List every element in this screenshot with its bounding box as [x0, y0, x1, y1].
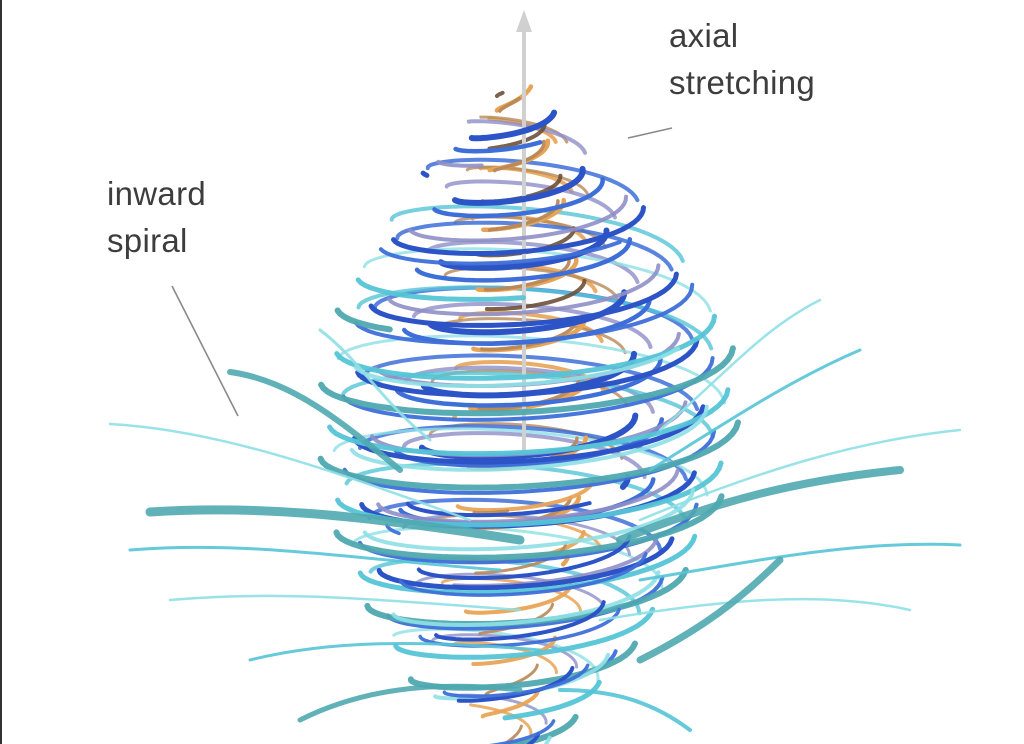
inflow-streamline [616, 466, 904, 544]
inflow-streamline [638, 542, 962, 582]
left-border [0, 0, 2, 744]
inflow-streamline [658, 298, 822, 432]
inflow-streamline [227, 369, 403, 473]
inflow-streamline [558, 688, 692, 732]
inward-label-line1: inward [107, 175, 207, 212]
inflow-streamline [297, 683, 523, 723]
inflow-streamline [108, 422, 472, 522]
front-ribbon [385, 523, 648, 744]
inflow-streamline [248, 641, 542, 662]
inward-spiral-pointer [171, 285, 239, 417]
front-ribbon [406, 501, 632, 744]
inflow-streamline [168, 594, 522, 612]
axial-label-line2: stretching [669, 64, 816, 101]
inward-spiral-label: inward spiral [107, 170, 206, 264]
inflow-streamline [318, 328, 432, 442]
axis-arrow-head [516, 10, 532, 32]
axial-stretching-pointer [627, 127, 673, 139]
vortex-front-ribbons [317, 109, 741, 744]
front-ribbon [349, 346, 709, 744]
inflow-streamlines [108, 298, 962, 732]
inward-label-line2: spiral [107, 222, 188, 259]
inflow-streamline [648, 348, 862, 472]
axial-label-line1: axial [669, 17, 739, 54]
inflow-streamline [128, 545, 502, 572]
inflow-streamline [636, 556, 784, 664]
inflow-streamline [598, 597, 912, 622]
inflow-streamline [638, 428, 962, 522]
front-ribbon [351, 170, 706, 591]
front-ribbon [327, 277, 731, 721]
axial-stretching-label: axial stretching [669, 12, 815, 106]
inflow-streamline [145, 505, 525, 545]
front-ribbon [341, 240, 716, 679]
